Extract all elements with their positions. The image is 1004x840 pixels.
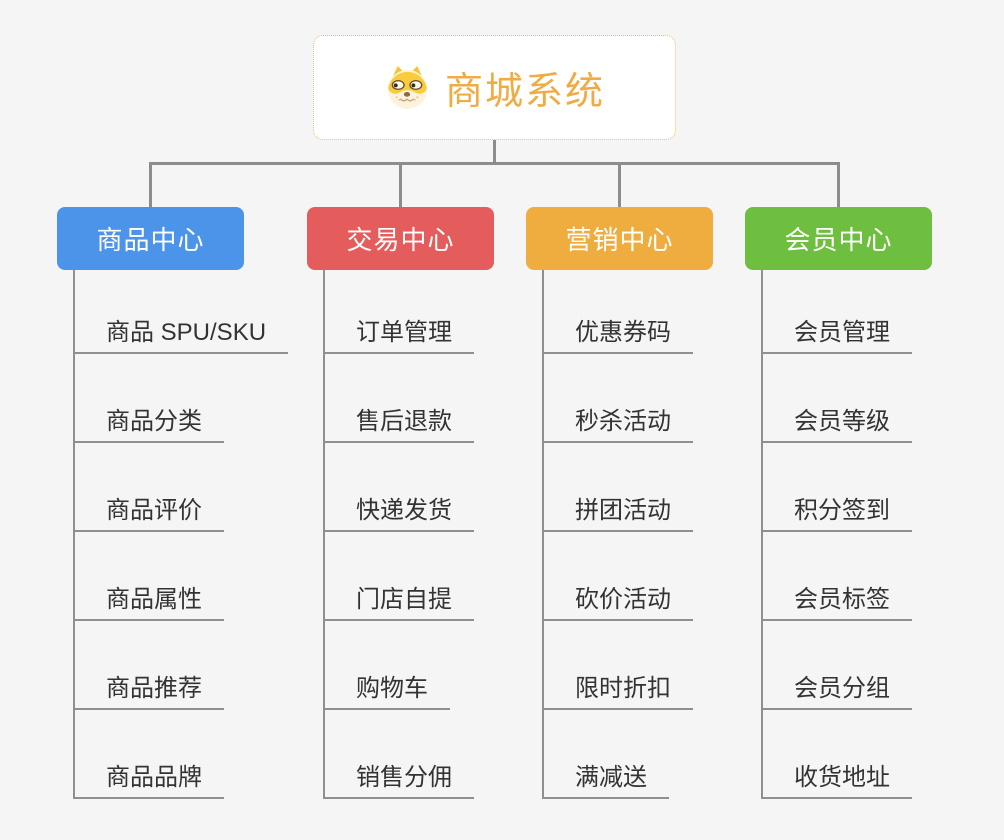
branch-header[interactable]: 营销中心 (526, 207, 713, 270)
connector-rail (150, 162, 839, 165)
root-connector (493, 140, 496, 165)
node-item[interactable]: 订单管理 (325, 270, 474, 354)
branch-items: 会员管理 会员等级 积分签到 会员标签 会员分组 收货地址 (761, 270, 932, 799)
node-item[interactable]: 优惠券码 (544, 270, 693, 354)
branch-items: 订单管理 售后退款 快递发货 门店自提 购物车 销售分佣 (323, 270, 494, 799)
node-item[interactable]: 商品属性 (75, 532, 224, 621)
node-item[interactable]: 会员等级 (763, 354, 912, 443)
dog-face-icon (387, 65, 428, 110)
node-item[interactable]: 限时折扣 (544, 621, 693, 710)
branch-product-center: 商品中心 商品 SPU/SKU 商品分类 商品评价 商品属性 商品推荐 商品品牌 (57, 207, 289, 799)
root-node[interactable]: 商城系统 (313, 35, 676, 140)
node-item[interactable]: 门店自提 (325, 532, 474, 621)
connector-drop-2 (399, 162, 402, 208)
node-item[interactable]: 会员管理 (763, 270, 912, 354)
root-label: 商城系统 (444, 71, 605, 113)
node-item[interactable]: 商品 SPU/SKU (75, 270, 289, 354)
node-item[interactable]: 会员分组 (763, 621, 912, 710)
node-item[interactable]: 快递发货 (325, 443, 474, 532)
branch-header[interactable]: 交易中心 (307, 207, 494, 270)
node-item[interactable]: 商品品牌 (75, 710, 224, 799)
connector-drop-1 (149, 162, 152, 208)
branch-header[interactable]: 会员中心 (745, 207, 932, 270)
branch-items: 优惠券码 秒杀活动 拼团活动 砍价活动 限时折扣 满减送 (542, 270, 713, 799)
connector-drop-3 (618, 162, 621, 208)
node-item[interactable]: 售后退款 (325, 354, 474, 443)
node-item[interactable]: 商品分类 (75, 354, 224, 443)
branch-marketing-center: 营销中心 优惠券码 秒杀活动 拼团活动 砍价活动 限时折扣 满减送 (526, 207, 713, 799)
branch-trade-center: 交易中心 订单管理 售后退款 快递发货 门店自提 购物车 销售分佣 (307, 207, 494, 799)
branch-header[interactable]: 商品中心 (57, 207, 244, 270)
node-item[interactable]: 商品推荐 (75, 621, 224, 710)
node-item[interactable]: 销售分佣 (325, 710, 474, 799)
node-item[interactable]: 收货地址 (763, 710, 912, 799)
branch-items: 商品 SPU/SKU 商品分类 商品评价 商品属性 商品推荐 商品品牌 (73, 270, 289, 799)
node-item[interactable]: 购物车 (325, 621, 450, 710)
node-item[interactable]: 秒杀活动 (544, 354, 693, 443)
node-item[interactable]: 会员标签 (763, 532, 912, 621)
node-item[interactable]: 积分签到 (763, 443, 912, 532)
node-item[interactable]: 满减送 (544, 710, 669, 799)
node-item[interactable]: 商品评价 (75, 443, 224, 532)
node-item[interactable]: 拼团活动 (544, 443, 693, 532)
branch-member-center: 会员中心 会员管理 会员等级 积分签到 会员标签 会员分组 收货地址 (745, 207, 932, 799)
connector-drop-4 (837, 162, 840, 208)
node-item[interactable]: 砍价活动 (544, 532, 693, 621)
